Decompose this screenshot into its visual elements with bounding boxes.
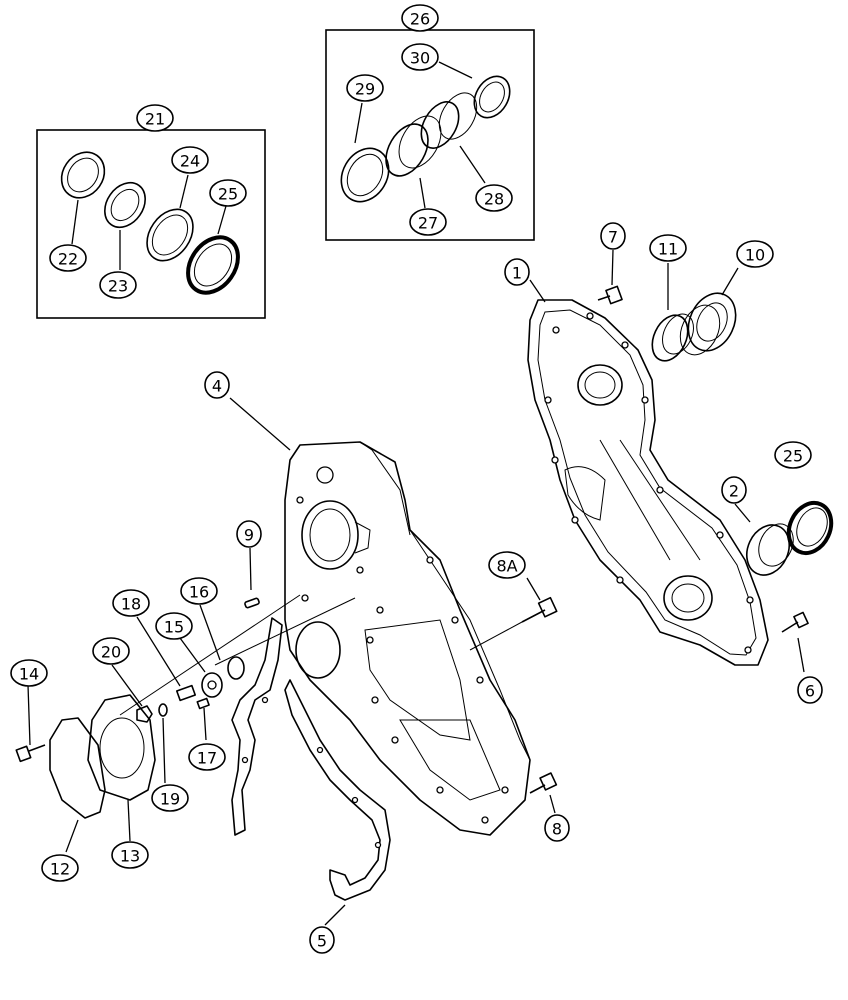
gear-cover-4 (284, 441, 531, 836)
callout-12[interactable]: 12 (41, 854, 79, 882)
nut-20 (136, 705, 153, 723)
cover-12 (49, 717, 106, 819)
callout-13[interactable]: 13 (111, 841, 149, 869)
callout-11[interactable]: 11 (649, 234, 687, 262)
oring-16 (227, 656, 245, 680)
svg-text:15: 15 (164, 618, 184, 637)
seal-2 (746, 523, 794, 576)
svg-text:4: 4 (212, 377, 222, 396)
callout-18[interactable]: 18 (112, 589, 150, 617)
callout-14[interactable]: 14 (10, 659, 48, 687)
callout-7[interactable]: 7 (600, 222, 626, 250)
svg-text:24: 24 (180, 152, 200, 171)
kit-box-26 (325, 29, 535, 241)
spring-17 (196, 697, 210, 710)
callout-10[interactable]: 10 (736, 240, 774, 268)
callout-19[interactable]: 19 (151, 784, 189, 812)
callout-17[interactable]: 17 (188, 743, 226, 771)
sleeve-27 (385, 115, 442, 177)
svg-text:10: 10 (745, 246, 765, 265)
svg-text:6: 6 (805, 682, 815, 701)
seal-23 (104, 181, 146, 229)
svg-text:14: 14 (19, 665, 39, 684)
callout-21[interactable]: 21 (136, 104, 174, 132)
callout-20[interactable]: 20 (92, 637, 130, 665)
seal-25-kit (186, 235, 240, 295)
callout-4[interactable]: 4 (204, 371, 230, 399)
callout-16[interactable]: 16 (180, 577, 218, 605)
assembly-line (119, 594, 301, 716)
svg-text:27: 27 (418, 214, 438, 233)
svg-text:22: 22 (58, 250, 78, 269)
svg-text:28: 28 (484, 190, 504, 209)
callout-29[interactable]: 29 (346, 74, 384, 102)
svg-text:2: 2 (729, 482, 739, 501)
callout-8a[interactable]: 8A (488, 551, 526, 579)
plate-15 (201, 672, 223, 698)
callout-15[interactable]: 15 (155, 612, 193, 640)
callout-1[interactable]: 1 (504, 258, 530, 286)
svg-text:8: 8 (552, 820, 562, 839)
callout-22[interactable]: 22 (49, 244, 87, 272)
seal-30 (473, 75, 511, 119)
svg-text:19: 19 (160, 790, 180, 809)
washer-19 (158, 703, 168, 717)
bolt-6 (781, 611, 809, 633)
svg-text:25: 25 (783, 447, 803, 466)
bolt-7 (597, 285, 623, 305)
bolt-8a (469, 596, 558, 651)
bearing-10 (679, 292, 737, 356)
callout-23[interactable]: 23 (99, 271, 137, 299)
svg-text:13: 13 (120, 847, 140, 866)
gasket-1 (527, 299, 769, 666)
callout-5[interactable]: 5 (309, 926, 335, 954)
dowel-9 (244, 597, 260, 609)
svg-text:7: 7 (608, 228, 618, 247)
svg-text:29: 29 (355, 80, 375, 99)
callout-25-right[interactable]: 25 (774, 441, 812, 469)
gasket-13 (87, 694, 156, 801)
seal-29 (340, 147, 390, 203)
leader-lines (27, 61, 805, 926)
bolt-8 (529, 772, 558, 794)
svg-text:1: 1 (512, 264, 522, 283)
callout-27[interactable]: 27 (409, 208, 447, 236)
sleeve-28 (420, 92, 478, 149)
ring-11 (651, 313, 694, 362)
assembly-line-2 (214, 597, 356, 666)
svg-text:11: 11 (658, 240, 678, 259)
fitting-18 (175, 684, 197, 702)
svg-text:25: 25 (218, 185, 238, 204)
svg-text:30: 30 (410, 49, 430, 68)
callout-26[interactable]: 26 (401, 4, 439, 32)
svg-text:21: 21 (145, 110, 165, 129)
seal-22 (60, 151, 106, 199)
callout-6[interactable]: 6 (797, 676, 823, 704)
seal-25-right (786, 500, 834, 556)
bolt-14 (15, 744, 46, 763)
callout-8[interactable]: 8 (544, 814, 570, 842)
callout-25-kit[interactable]: 25 (209, 179, 247, 207)
svg-text:9: 9 (244, 526, 254, 545)
callout-9[interactable]: 9 (236, 520, 262, 548)
gasket-5 (231, 617, 391, 901)
svg-text:23: 23 (108, 277, 128, 296)
callout-24[interactable]: 24 (171, 146, 209, 174)
seal-24 (146, 208, 194, 262)
callout-30[interactable]: 30 (401, 43, 439, 71)
callout-28[interactable]: 28 (475, 184, 513, 212)
svg-text:5: 5 (317, 932, 327, 951)
svg-text:12: 12 (50, 860, 70, 879)
svg-text:17: 17 (197, 749, 217, 768)
svg-text:16: 16 (189, 583, 209, 602)
svg-text:20: 20 (101, 643, 121, 662)
svg-text:26: 26 (410, 10, 430, 29)
svg-text:18: 18 (121, 595, 141, 614)
svg-text:8A: 8A (496, 557, 517, 576)
callout-2[interactable]: 2 (721, 476, 747, 504)
